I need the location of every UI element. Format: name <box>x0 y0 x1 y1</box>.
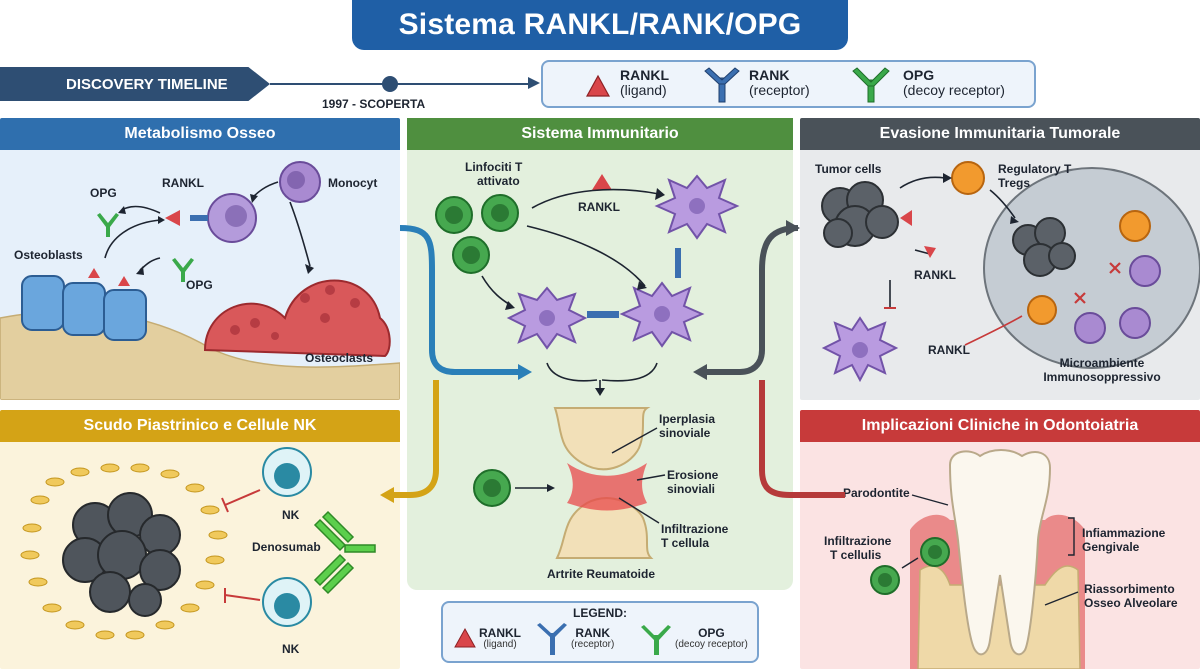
panel-scudo-header: Scudo Piastrinico e Cellule NK <box>0 410 400 442</box>
label-linfociti-2: attivato <box>477 174 520 188</box>
label-artrite: Artrite Reumatoide <box>546 567 656 581</box>
label-osteoclasts: Osteoclasts <box>305 351 374 365</box>
joint-illustration <box>553 407 654 559</box>
panel-implicazioni-cliniche: Implicazioni Cliniche in Odontoiatria Pa… <box>800 410 1200 669</box>
panel-metabolismo-header: Metabolismo Osseo <box>0 118 400 150</box>
tooth <box>948 449 1052 656</box>
legend-bottom-title: LEGEND: <box>573 606 627 620</box>
label-riassorbimento: Riassorbimento <box>1084 582 1175 596</box>
evasione-illustration <box>821 161 1200 383</box>
label-infiltrazione-t-2: T cellulis <box>830 548 882 562</box>
label-opg-2: OPG <box>186 278 213 292</box>
label-immuno-rankl: RANKL <box>578 200 620 214</box>
osteoblast-cells <box>21 275 147 341</box>
label-tumor-cells: Tumor cells <box>815 162 882 176</box>
label-infiltrazione-1: Infiltrazione <box>661 522 729 536</box>
opg-icon <box>852 67 890 103</box>
nk-cell-1 <box>262 447 312 497</box>
immunitario-illustration <box>435 174 740 559</box>
label-nk-2: NK <box>282 642 300 656</box>
legend-top-icons <box>585 67 890 103</box>
rankl-ligand <box>165 210 180 226</box>
legend-bottom-rankl: RANKL(ligand) <box>479 627 521 651</box>
legend-top-rankl-name: RANKL <box>620 67 669 83</box>
legend-bottom: LEGEND: RANKL(ligand) RANK(receptor) OPG… <box>441 601 759 663</box>
label-parodontite: Parodontite <box>843 486 910 500</box>
label-osseo-alveolare: Osseo Alveolare <box>1084 596 1178 610</box>
panel-metabolismo-osseo: Metabolismo Osseo <box>0 118 400 400</box>
legend-bottom-opg-desc: (decoy receptor) <box>675 639 748 650</box>
legend-bottom-rankl-desc: (ligand) <box>483 639 517 650</box>
rank-icon <box>537 623 567 655</box>
rankl-icon <box>585 74 611 97</box>
label-monocyt: Monocyt <box>328 176 378 190</box>
tumor-core <box>62 492 181 617</box>
tumor-cells <box>821 181 899 248</box>
label-denosumab: Denosumab <box>252 540 321 554</box>
legend-bottom-icons <box>454 623 671 655</box>
panel-scudo-piastrinico: Scudo Piastrinico e Cellule NK NK Denosu… <box>0 410 400 669</box>
timeline-dot <box>382 76 398 92</box>
label-iperplasia-1: Iperplasia <box>659 412 716 426</box>
legend-bottom-rank-desc: (receptor) <box>571 639 615 650</box>
legend-top-opg-desc: (decoy receptor) <box>903 82 1005 98</box>
legend-top-rank: RANK(receptor) <box>749 68 810 98</box>
label-infiltrazione-2: T cellula <box>661 536 710 550</box>
legend-bottom-opg: OPG(decoy receptor) <box>675 627 748 651</box>
legend-top-rankl: RANKL(ligand) <box>620 68 669 98</box>
osteoblast-rankl <box>88 268 130 286</box>
legend-top-rank-name: RANK <box>749 67 790 83</box>
label-opg-1: OPG <box>90 186 117 200</box>
clinica-illustration <box>870 449 1085 669</box>
label-tregs: Tregs <box>998 176 1031 190</box>
timeline-tag: DISCOVERY TIMELINE <box>0 67 270 101</box>
legend-bottom-rank-name: RANK <box>575 626 611 640</box>
legend-bottom-rankl-name: RANKL <box>479 626 521 640</box>
legend-top-rank-desc: (receptor) <box>749 82 810 98</box>
metabolismo-illustration <box>0 161 400 400</box>
nk-cell-2 <box>262 577 312 627</box>
legend-top-opg-name: OPG <box>903 67 935 83</box>
rankl-icon <box>454 627 476 648</box>
label-infiammazione: Infiammazione <box>1082 526 1166 540</box>
label-immunosoppressivo: Immunosoppressivo <box>1043 370 1161 384</box>
rank-icon <box>704 67 740 103</box>
opg-molecule-1 <box>97 213 119 237</box>
legend-bottom-opg-name: OPG <box>698 626 725 640</box>
opg-icon <box>641 625 671 655</box>
label-gengivale: Gengivale <box>1082 540 1140 554</box>
label-linfociti-1: Linfociti T <box>465 160 523 174</box>
label-nk-1: NK <box>282 508 300 522</box>
label-microambiente: Microambiente <box>1059 356 1145 370</box>
label-rankl-evasione-1: RANKL <box>914 268 956 282</box>
osteoclast-nuclei <box>230 285 360 340</box>
label-rankl-evasione-2: RANKL <box>928 343 970 357</box>
panel-sistema-immunitario: Sistema Immunitario <box>407 118 793 590</box>
denosumab-antibody <box>313 510 376 595</box>
legend-bottom-rank: RANK(receptor) <box>571 627 614 651</box>
scudo-illustration <box>20 447 376 640</box>
timeline-line <box>270 83 532 85</box>
osteoclast-cells <box>203 279 391 358</box>
timeline-event: 1997 - SCOPERTA <box>322 97 426 111</box>
label-iperplasia-2: sinoviale <box>659 426 711 440</box>
legend-top-opg: OPG(decoy receptor) <box>903 68 1005 98</box>
label-rankl: RANKL <box>162 176 204 190</box>
opg-molecule-2 <box>172 258 194 282</box>
label-osteoblasts: Osteoblasts <box>14 248 83 262</box>
legend-top: RANKL(ligand) RANK(receptor) OPG(decoy r… <box>541 60 1036 108</box>
label-infiltrazione-t-1: Infiltrazione <box>824 534 892 548</box>
panel-immunitario-header: Sistema Immunitario <box>407 118 793 150</box>
rankl-ligand <box>592 174 612 190</box>
platelet-ring <box>20 463 228 640</box>
label-erosione-2: sinoviali <box>667 482 716 496</box>
label-erosione-1: Erosione <box>667 468 719 482</box>
panel-evasione-tumorale: Evasione Immunitaria Tumorale Tumor <box>800 118 1200 400</box>
treg-cell <box>951 161 985 195</box>
label-regulatory-t: Regulatory T <box>998 162 1072 176</box>
legend-top-rankl-desc: (ligand) <box>620 82 667 98</box>
panel-clinica-header: Implicazioni Cliniche in Odontoiatria <box>800 410 1200 442</box>
panel-evasione-header: Evasione Immunitaria Tumorale <box>800 118 1200 150</box>
page-title: Sistema RANKL/RANK/OPG <box>352 0 848 50</box>
